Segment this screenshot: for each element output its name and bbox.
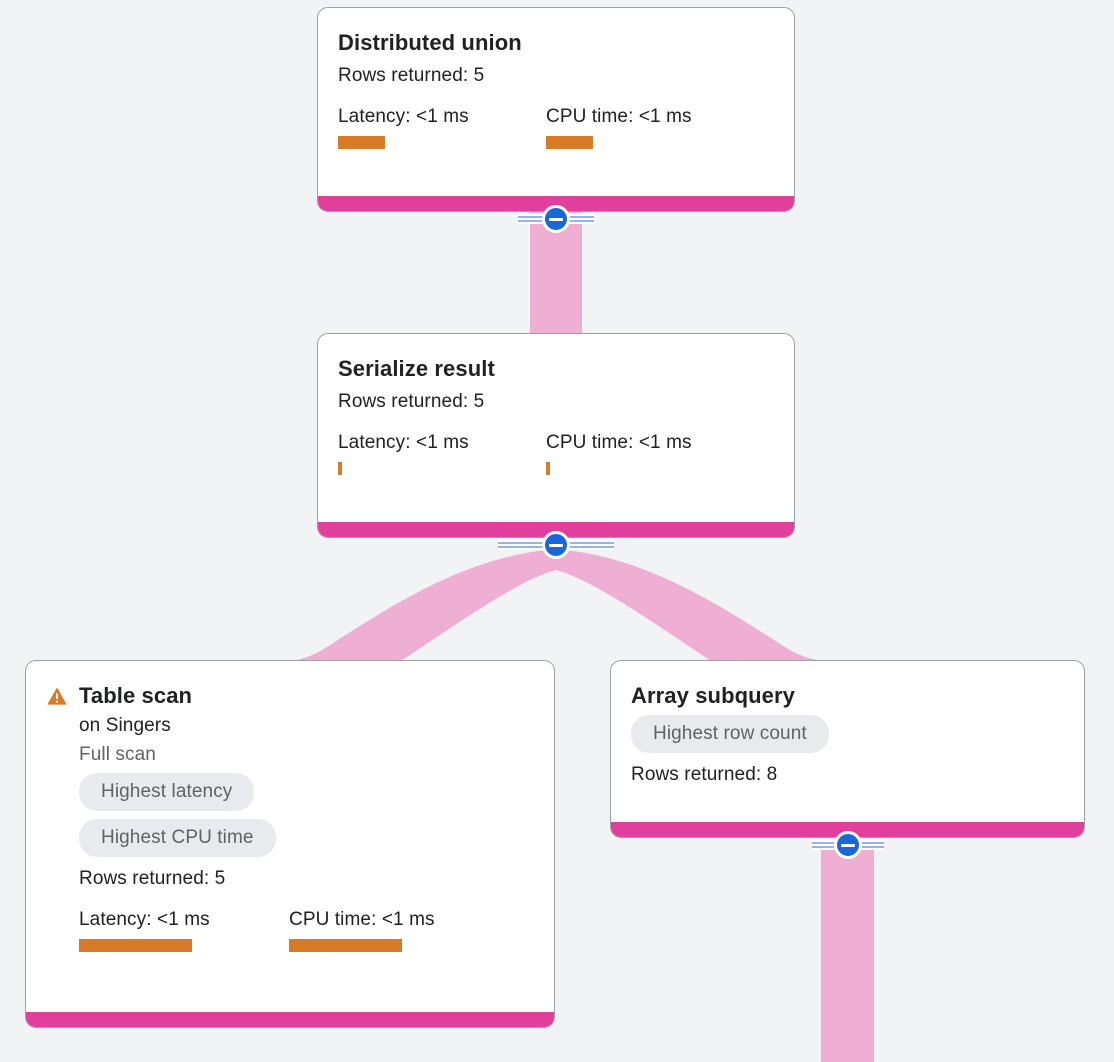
plan-node-array-subquery[interactable]: Array subquery Highest row count Rows re… [610,660,1085,838]
metric-cpu-bar [546,136,593,149]
metric-latency-label: Latency: <1 ms [338,106,469,127]
warning-triangle-icon [47,687,67,705]
node-subtitle: on Singers [79,715,171,736]
rail-right [860,839,884,850]
node-scan-type: Full scan [79,744,156,765]
node-metrics: Latency: <1 ms CPU time: <1 ms [338,431,774,475]
node-title-row: Table scan [46,681,534,711]
metric-latency-bar [338,136,385,149]
metric-cpu-bar [546,462,550,475]
metric-cpu-label: CPU time: <1 ms [546,106,692,127]
metric-cpu-label: CPU time: <1 ms [546,432,692,453]
chip-highest-latency-wrap: Highest latency [79,769,534,815]
metric-cpu-label: CPU time: <1 ms [289,909,435,930]
metric-latency-label: Latency: <1 ms [338,432,469,453]
rail-right [568,539,614,550]
node-title-row: Array subquery [631,681,1064,711]
metric-cpu: CPU time: <1 ms [546,431,692,475]
rail-left [498,539,544,550]
node-footer-bar [611,822,1084,837]
rows-returned: Rows returned: 5 [338,391,485,412]
metric-latency: Latency: <1 ms [79,908,289,952]
chip-highest-row-count: Highest row count [631,715,829,753]
collapse-minus-icon-array-subquery[interactable] [834,831,862,859]
node-details: on Singers Full scan Highest latency Hig… [46,711,534,952]
minus-glyph [841,843,855,847]
node-metrics: Latency: <1 ms CPU time: <1 ms [79,908,534,952]
minus-glyph [549,217,563,221]
chip-highest-latency: Highest latency [79,773,255,811]
rows-returned: Rows returned: 5 [79,868,226,889]
rail-left [812,839,836,850]
edge-arraysubquery-down [821,840,874,1062]
rail-right [568,213,594,224]
chip-highest-cpu-time: Highest CPU time [79,819,276,857]
rows-returned: Rows returned: 5 [338,65,485,86]
metric-latency-bar [79,939,192,952]
plan-node-distributed-union[interactable]: Distributed union Rows returned: 5 Laten… [317,7,795,212]
rail-left [518,213,544,224]
node-body: Array subquery Highest row count Rows re… [611,661,1084,822]
collapse-minus-icon-distributed-union[interactable] [542,205,570,233]
rows-returned: Rows returned: 8 [631,764,778,785]
minus-glyph [549,543,563,547]
node-title: Array subquery [631,683,796,708]
metric-latency: Latency: <1 ms [338,431,546,475]
metric-cpu: CPU time: <1 ms [289,908,435,952]
node-title: Table scan [79,683,193,708]
node-title: Serialize result [338,356,495,381]
metric-cpu-bar [289,939,402,952]
node-footer-bar [318,196,794,211]
node-title: Distributed union [338,30,522,55]
node-body: Table scan on Singers Full scan Highest … [26,661,554,1012]
node-title-row: Serialize result [338,354,774,384]
node-body: Distributed union Rows returned: 5 Laten… [318,8,794,196]
node-title-row: Distributed union [338,28,774,58]
plan-node-serialize-result[interactable]: Serialize result Rows returned: 5 Latenc… [317,333,795,538]
plan-node-table-scan[interactable]: Table scan on Singers Full scan Highest … [25,660,555,1028]
node-body: Serialize result Rows returned: 5 Latenc… [318,334,794,522]
metric-latency: Latency: <1 ms [338,105,546,149]
node-footer-bar [318,522,794,537]
metric-cpu: CPU time: <1 ms [546,105,692,149]
metric-latency-label: Latency: <1 ms [79,909,210,930]
chip-highest-cpu-time-wrap: Highest CPU time [79,815,534,861]
collapse-minus-icon-serialize-result[interactable] [542,531,570,559]
node-footer-bar [26,1012,554,1027]
metric-latency-bar [338,462,342,475]
chip-highest-row-count-wrap: Highest row count [631,711,1064,757]
node-metrics: Latency: <1 ms CPU time: <1 ms [338,105,774,149]
